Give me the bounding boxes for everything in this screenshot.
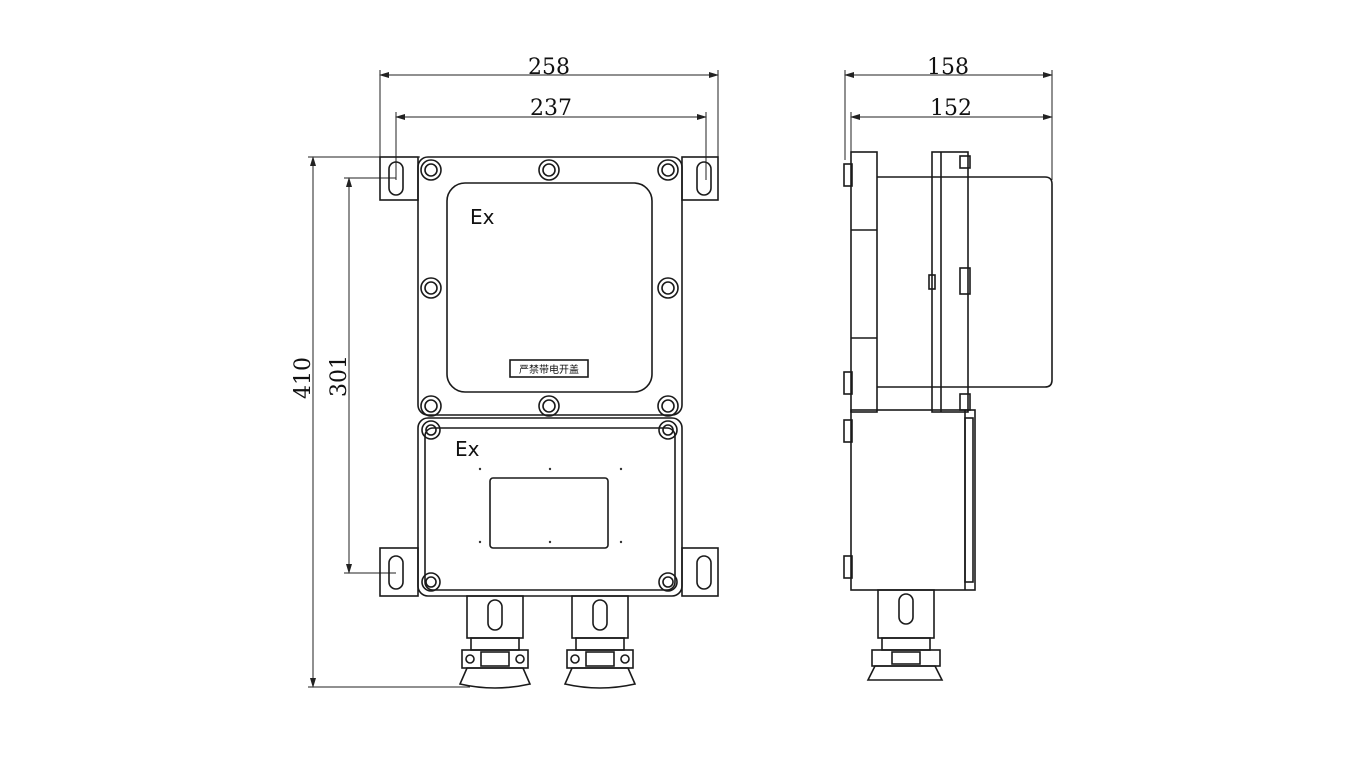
dimension-410: 410 xyxy=(291,156,470,688)
dimension-label: 158 xyxy=(927,55,969,80)
side-view: 158 152 xyxy=(843,55,1053,681)
dimension-158: 158 xyxy=(844,55,1053,180)
display-window xyxy=(489,477,609,549)
ex-mark: Ex xyxy=(470,205,495,229)
dimension-label: 258 xyxy=(528,55,570,80)
cable-gland xyxy=(458,595,532,689)
dimension-label: 237 xyxy=(530,96,572,121)
front-view: 258 237 410 301 xyxy=(291,55,719,689)
dimension-237: 237 xyxy=(395,96,707,180)
upper-enclosure: Ex 严禁带电开盖 xyxy=(417,156,683,417)
lower-enclosure: Ex xyxy=(417,417,683,597)
dimension-label: 152 xyxy=(930,96,972,121)
dimension-label: 301 xyxy=(327,355,352,397)
cable-glands xyxy=(458,595,637,689)
dimension-301: 301 xyxy=(327,177,396,574)
ex-mark: Ex xyxy=(455,437,480,461)
cable-gland xyxy=(563,595,637,689)
dimension-label: 410 xyxy=(291,357,316,399)
dimension-258: 258 xyxy=(379,55,719,160)
dimension-152: 152 xyxy=(850,96,1053,155)
warning-plate: 严禁带电开盖 xyxy=(519,363,579,376)
